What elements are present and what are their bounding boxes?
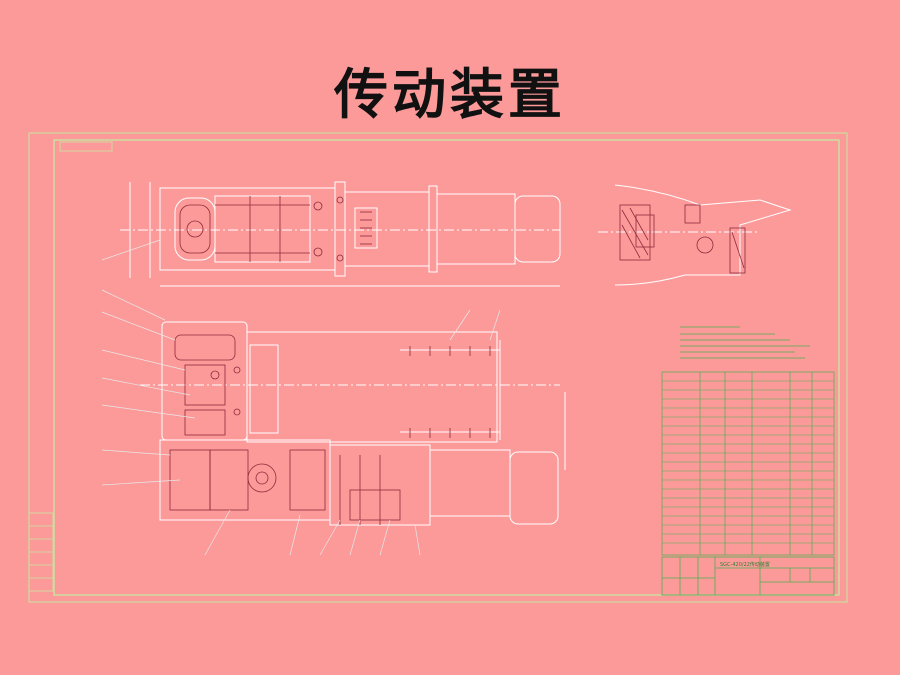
drawing-frame [28, 132, 848, 603]
title-block [661, 556, 835, 596]
section-view [598, 184, 792, 286]
technical-notes [680, 326, 810, 359]
parts-list-table [661, 371, 835, 556]
plan-view-details [169, 334, 491, 525]
revision-strip [28, 512, 54, 592]
plan-view [140, 321, 566, 526]
section-view-details [619, 204, 746, 274]
slide-title: 传动装置 [334, 62, 566, 126]
title-block-text: SGC-420/22传动装置 [720, 561, 770, 568]
leader-lines [101, 239, 501, 556]
parts-list-rows [662, 380, 834, 544]
top-view [120, 181, 561, 287]
top-view-details [179, 196, 372, 262]
